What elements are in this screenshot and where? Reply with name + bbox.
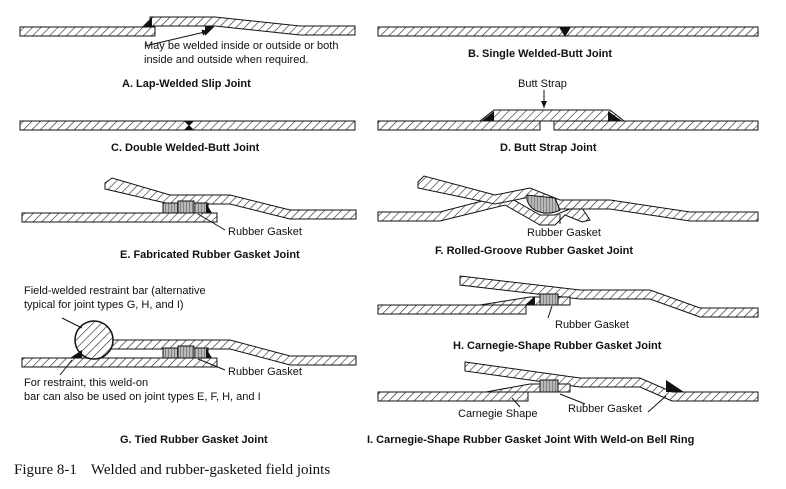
weld-outside-icon	[205, 26, 215, 36]
joint-g-drawing	[21, 317, 357, 376]
butt-weld-icon	[559, 27, 571, 37]
joint-a-note-line1: May be welded inside or outside or both	[144, 40, 339, 52]
joint-a-caption: A. Lap-Welded Slip Joint	[122, 78, 251, 90]
figure-title: Welded and rubber-gasketed field joints	[90, 462, 331, 478]
joint-g-note-bottom-line1: For restraint, this weld-on	[24, 377, 149, 389]
joint-i-label: Rubber Gasket	[568, 403, 642, 415]
restraint-bar-icon	[74, 320, 114, 360]
joint-d-drawing	[377, 90, 759, 131]
joint-e-label: Rubber Gasket	[228, 226, 302, 238]
joint-g-note-top-line1: Field-welded restraint bar (alternative	[24, 285, 206, 297]
joint-e-caption: E. Fabricated Rubber Gasket Joint	[120, 249, 300, 261]
joint-c-drawing	[19, 120, 356, 131]
joint-b-drawing	[377, 26, 759, 37]
joint-b-caption: B. Single Welded-Butt Joint	[468, 48, 613, 60]
joint-g-note-bottom-line2: bar can also be used on joint types E, F…	[24, 391, 261, 403]
joint-f-drawing	[377, 175, 759, 226]
joint-e-drawing	[21, 177, 357, 231]
bell-ring-weld-icon	[666, 380, 684, 392]
figure-caption: Figure 8-1 Welded and rubber-gasketed fie…	[14, 462, 330, 479]
joint-a-drawing	[19, 16, 356, 47]
joint-h-drawing	[377, 275, 759, 319]
joint-h-caption: H. Carnegie-Shape Rubber Gasket Joint	[453, 340, 662, 352]
joint-i-carnegie-label: Carnegie Shape	[458, 408, 538, 420]
joint-f-caption: F. Rolled-Groove Rubber Gasket Joint	[435, 245, 634, 257]
joint-g-label: Rubber Gasket	[228, 366, 302, 378]
weld-inside-icon	[142, 17, 152, 27]
joint-g-note-top-line2: typical for joint types G, H, and I)	[24, 299, 184, 311]
joint-a-note-line2: inside and outside when required.	[144, 54, 309, 66]
joint-g-caption: G. Tied Rubber Gasket Joint	[120, 434, 268, 446]
joint-d-label: Butt Strap	[518, 78, 567, 90]
joint-c-caption: C. Double Welded-Butt Joint	[111, 142, 260, 154]
joint-d-caption: D. Butt Strap Joint	[500, 142, 597, 154]
figure-number: Figure 8-1	[14, 462, 77, 478]
joint-h-label: Rubber Gasket	[555, 319, 629, 331]
joint-i-caption: I. Carnegie-Shape Rubber Gasket Joint Wi…	[367, 434, 695, 446]
joint-i-drawing	[377, 361, 759, 413]
joint-f-label: Rubber Gasket	[527, 227, 601, 239]
